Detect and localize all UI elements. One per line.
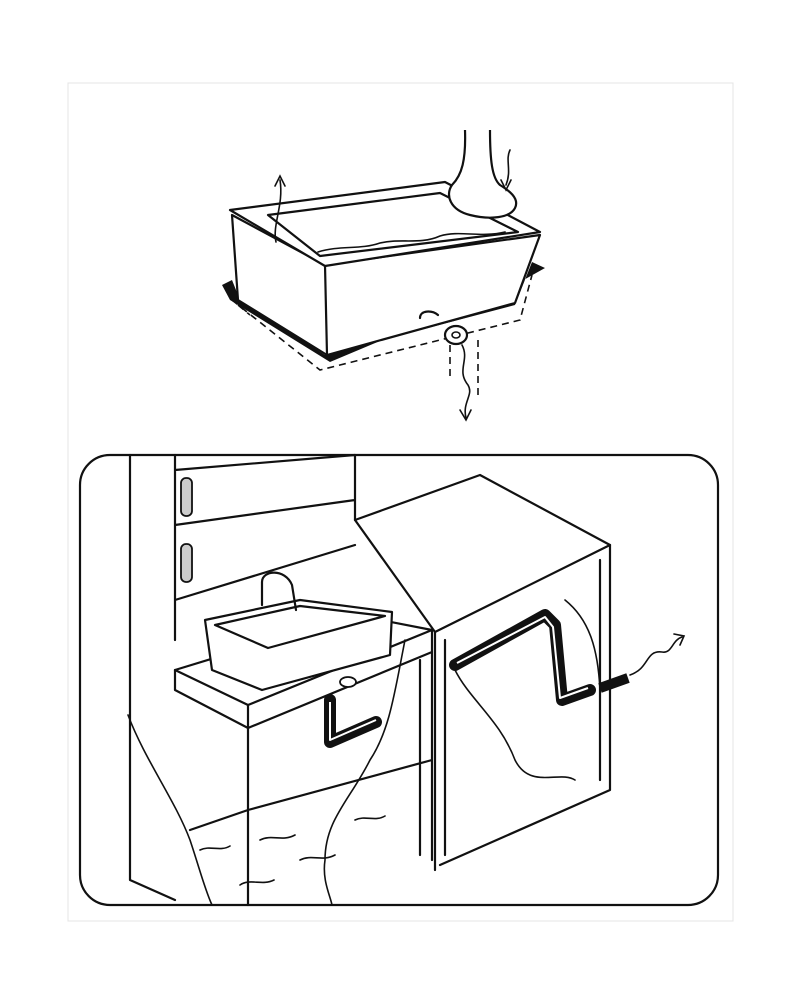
lift-arrow [274,179,282,243]
down-arrow-icon-2 [500,179,512,192]
up-arrow-icon [274,174,286,187]
hand [447,129,518,219]
push-arrow [505,149,511,186]
cabinet-illustration [78,453,720,907]
tub-illustration [222,129,545,422]
water-line [317,231,506,253]
cutaway-edge-right [454,599,601,781]
vent-grille-1 [180,477,193,517]
arrow-icon [673,633,686,646]
drain-pipe-left [324,694,382,748]
cutaway-edge-left [127,639,406,906]
drain-pipe-dashed [449,340,479,395]
drain-fitting [418,310,440,320]
pipe-flow-left [329,702,377,741]
water-ripples [199,815,386,886]
sink-inner [213,604,387,650]
tall-unit [128,453,357,902]
tub-inner-rim [266,191,520,258]
right-cabinet [433,543,612,872]
drain-ring [443,324,469,346]
tub-edge [323,263,329,357]
vent-grille-2 [180,543,193,583]
page-frame [67,82,734,922]
right-counter-top [353,473,612,634]
drain-arrow [461,344,471,419]
outlet-pipe [598,673,630,693]
sink-basin [203,598,394,692]
panel-frame [78,453,720,907]
drain-ring [339,676,357,688]
down-arrow-icon [459,409,472,422]
outflow-arrow [629,636,683,676]
pipe-flow-right [456,616,589,699]
faucet [260,571,298,612]
left-cabinet [188,650,434,907]
drain-hole [451,331,461,339]
recess-outline-dashed [231,274,533,371]
